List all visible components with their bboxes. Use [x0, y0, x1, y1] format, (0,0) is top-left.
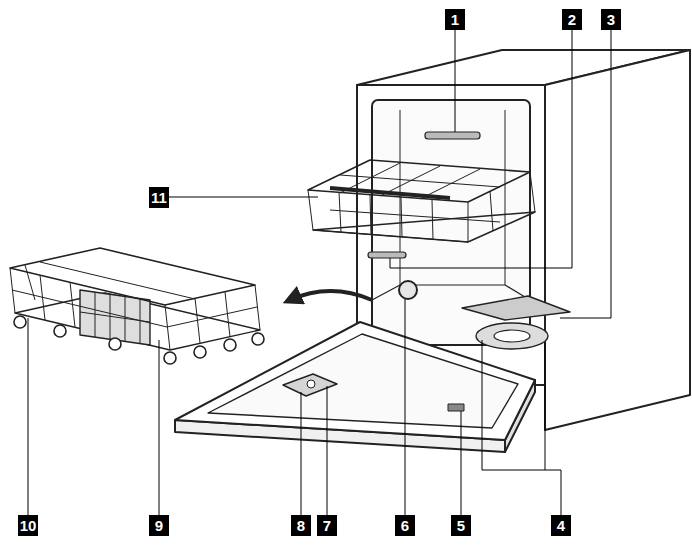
- leader-lines: [28, 30, 611, 515]
- basket-wire: [165, 305, 170, 350]
- basket-wire: [330, 210, 500, 222]
- middle-spray-arm: [368, 252, 406, 258]
- leader-line: [28, 318, 29, 515]
- callout-number: 3: [601, 9, 621, 30]
- callout-number: 4: [551, 515, 571, 536]
- salt-reservoir-cap: [399, 281, 417, 299]
- leader-line: [159, 340, 160, 515]
- basket-wheel: [252, 333, 264, 345]
- door-inner-panel: [208, 334, 518, 428]
- basket-wire: [313, 230, 468, 242]
- basket-wire: [40, 262, 195, 299]
- basket-wire: [339, 192, 341, 232]
- basket-wheel: [164, 352, 176, 364]
- top-spray-arm: [425, 132, 480, 139]
- basket-wire: [490, 191, 493, 231]
- basket-wire: [25, 265, 35, 300]
- basket-wire: [530, 172, 535, 212]
- leader-line: [390, 30, 572, 268]
- leader-line: [327, 386, 328, 515]
- filter-centre: [494, 330, 530, 342]
- leader-line: [405, 299, 406, 515]
- basket-wire: [370, 195, 371, 235]
- basket-wire: [225, 292, 230, 337]
- leader-line: [169, 197, 318, 198]
- bottom-spray-arm: [462, 296, 570, 320]
- basket-wire: [401, 197, 402, 237]
- callout-number: 11: [149, 187, 169, 208]
- basket-wire: [12, 290, 167, 327]
- basket-wheels: [14, 316, 264, 364]
- callout-number: 9: [149, 515, 169, 536]
- lower-basket-rim: [10, 248, 255, 305]
- basket-wheel: [194, 346, 206, 358]
- cabinet-side: [545, 50, 690, 430]
- basket-wire: [432, 200, 433, 240]
- removal-arrow: [290, 291, 372, 300]
- leader-line: [561, 470, 562, 515]
- leader-line: [560, 30, 611, 318]
- rinse-aid-cap: [307, 380, 315, 388]
- basket-wire: [468, 202, 469, 242]
- basket-wheel: [14, 316, 26, 328]
- detergent-dispenser: [283, 374, 337, 396]
- tub-floor-edge: [372, 285, 530, 300]
- basket-wheel: [224, 339, 236, 351]
- callout-number: 8: [291, 515, 311, 536]
- basket-wire: [308, 190, 313, 230]
- callout-number: 10: [18, 515, 38, 536]
- rating-plate: [448, 404, 464, 411]
- callout-number: 1: [445, 9, 465, 30]
- leader-bracket: [482, 340, 545, 470]
- filter: [476, 323, 548, 349]
- door: [175, 322, 535, 440]
- callout-number: 6: [395, 515, 415, 536]
- leader-line: [301, 392, 302, 515]
- callout-number: 2: [562, 9, 582, 30]
- basket-wheel: [109, 338, 121, 350]
- basket-wheel: [54, 325, 66, 337]
- leader-line: [455, 30, 456, 132]
- callout-number: 5: [451, 515, 471, 536]
- upper-basket-wires: [308, 163, 535, 242]
- lower-basket-wires: [10, 262, 260, 350]
- upper-basket-rim: [308, 160, 530, 202]
- callout-number: 7: [317, 515, 337, 536]
- basket-handle: [330, 188, 450, 198]
- leader-line: [545, 470, 561, 471]
- leader-line: [461, 411, 462, 515]
- basket-wire: [167, 307, 257, 327]
- tub-back-edge: [505, 110, 506, 285]
